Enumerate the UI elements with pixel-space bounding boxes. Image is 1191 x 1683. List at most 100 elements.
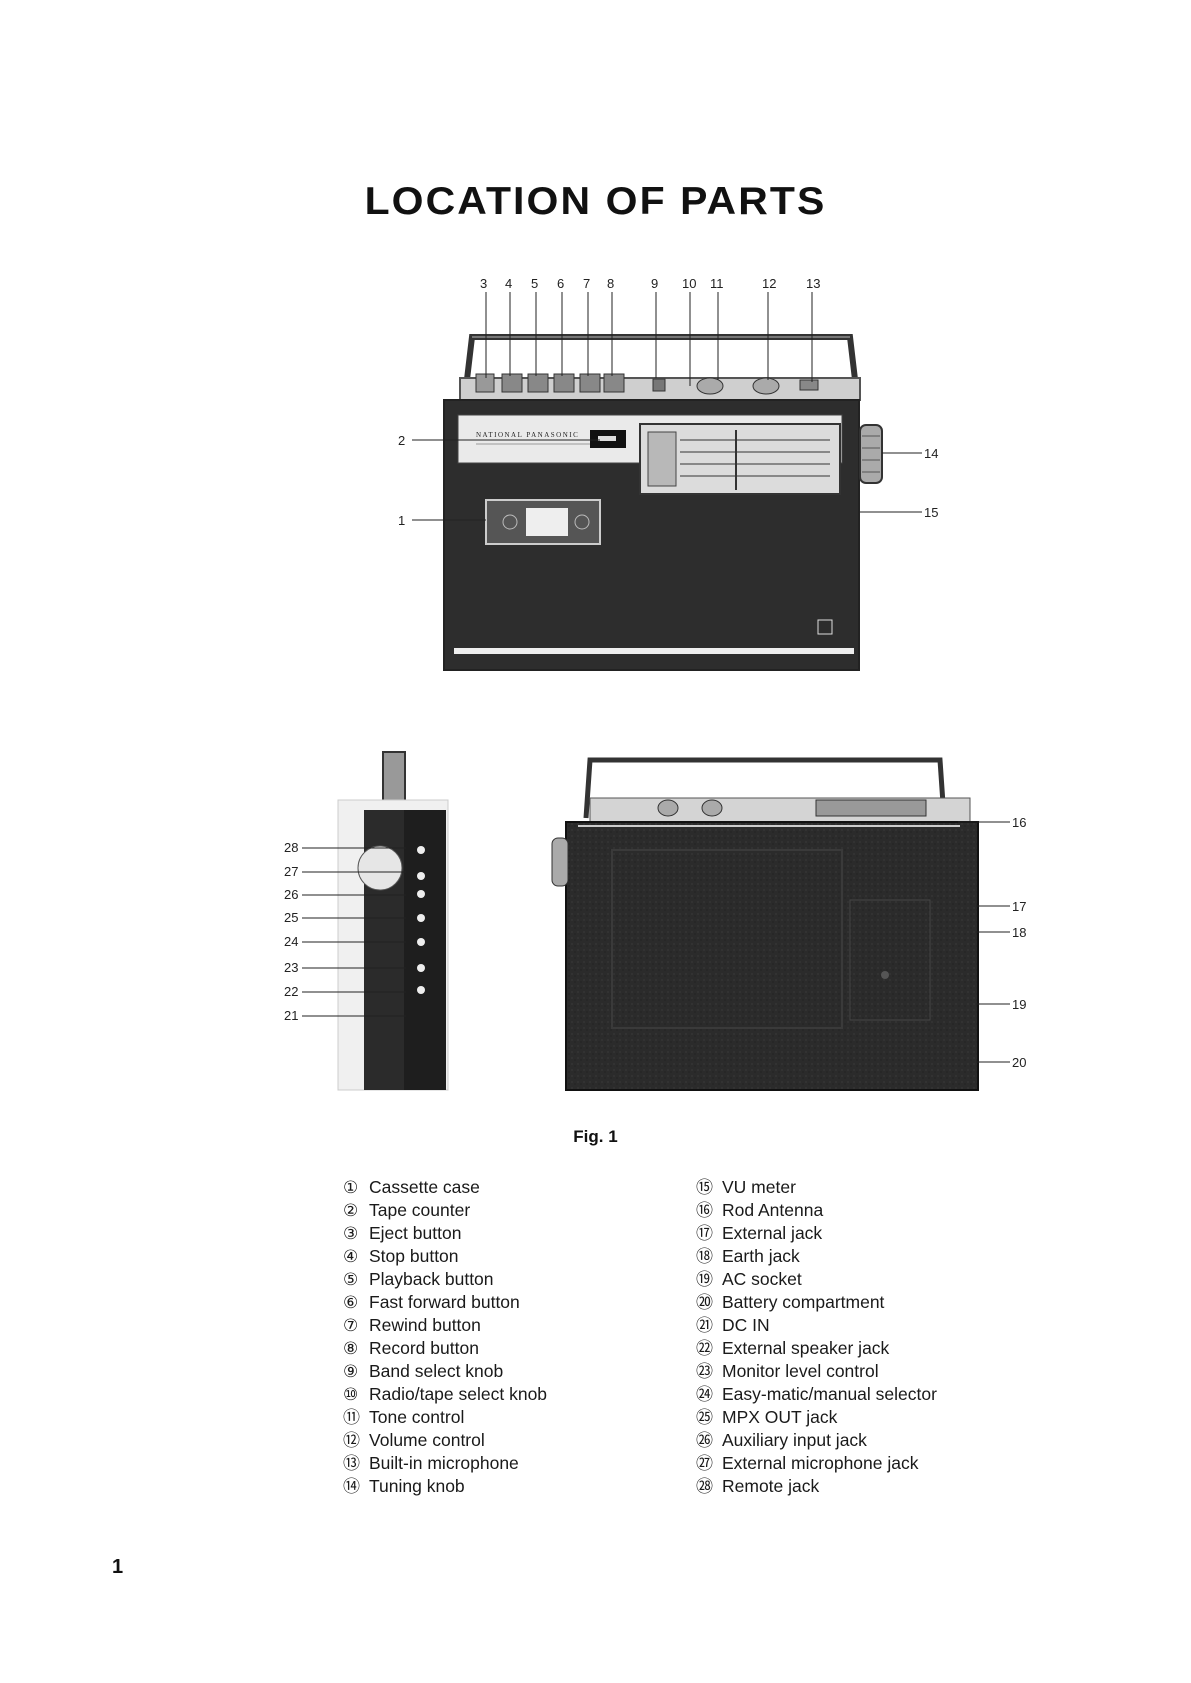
legend-label: Remote jack — [722, 1476, 820, 1496]
back-view — [551, 757, 979, 1091]
front-callout-lines — [412, 292, 922, 521]
callout-12: 12 — [762, 276, 776, 291]
legend-number: ⑱ — [696, 1247, 713, 1267]
legend-item: ㉑ DC IN — [696, 1314, 937, 1337]
legend-item: ③ Eject button — [343, 1222, 547, 1245]
legend-number: ⑨ — [343, 1362, 359, 1382]
legend-label: Playback button — [369, 1269, 494, 1289]
legend-number: ⑬ — [343, 1454, 360, 1474]
legend-number: ⑯ — [696, 1201, 713, 1221]
legend-number: ⑮ — [696, 1178, 713, 1198]
legend-number: ㉕ — [696, 1408, 713, 1428]
callout-1: 1 — [398, 513, 405, 528]
back-callout-lines — [958, 821, 1010, 1063]
legend-label: Tone control — [369, 1407, 465, 1427]
callout-9: 9 — [651, 276, 658, 291]
callout-11: 11 — [710, 276, 724, 291]
jack-panel — [849, 899, 931, 1021]
back-body — [565, 821, 979, 1091]
callout-13: 13 — [806, 276, 820, 291]
vu-meter — [647, 431, 677, 487]
callout-5: 5 — [531, 276, 538, 291]
legend-label: AC socket — [722, 1269, 802, 1289]
legend-number: ⑭ — [343, 1477, 360, 1497]
bottom-trim — [454, 648, 854, 654]
legend-item: ⑤ Playback button — [343, 1268, 547, 1291]
callout-6: 6 — [557, 276, 564, 291]
volume-knob — [752, 377, 780, 395]
legend-item: ① Cassette case — [343, 1176, 547, 1199]
callout-21: 21 — [284, 1008, 298, 1023]
legend-number: ⑫ — [343, 1431, 360, 1451]
legend-item: ⑮ VU meter — [696, 1176, 937, 1199]
legend-number: ③ — [343, 1224, 359, 1244]
legend-item: ㉒ External speaker jack — [696, 1337, 937, 1360]
front-view: NATIONAL PANASONIC — [443, 334, 883, 671]
legend-item: ⑧ Record button — [343, 1337, 547, 1360]
legend-label: Easy-matic/manual selector — [722, 1384, 937, 1404]
legend-label: Record button — [369, 1338, 479, 1358]
side-handle — [382, 751, 406, 808]
callout-27: 27 — [284, 864, 298, 879]
callout-28: 28 — [284, 840, 298, 855]
legend-label: External speaker jack — [722, 1338, 890, 1358]
legend-label: DC IN — [722, 1315, 770, 1335]
legend-label: Cassette case — [369, 1177, 480, 1197]
page-title: LOCATION OF PARTS — [364, 180, 827, 223]
side-view — [302, 751, 449, 1091]
figure-caption: Fig. 1 — [573, 1127, 618, 1146]
callout-25: 25 — [284, 910, 298, 925]
callout-20: 20 — [1012, 1055, 1026, 1070]
parts-figure: NATIONAL PANASONIC — [284, 276, 1026, 1091]
legend-item: ⑬ Built-in microphone — [343, 1452, 547, 1475]
legend-label: Radio/tape select knob — [369, 1384, 548, 1404]
legend-label: Built-in microphone — [369, 1453, 519, 1473]
callout-3: 3 — [480, 276, 487, 291]
legend-label: VU meter — [722, 1177, 796, 1197]
legend-number: ㉔ — [696, 1385, 713, 1405]
callout-24: 24 — [284, 934, 298, 949]
callout-4: 4 — [505, 276, 512, 291]
legend-number: ⑲ — [696, 1270, 713, 1290]
back-handle — [583, 757, 947, 819]
legend-label: External jack — [722, 1223, 823, 1243]
legend-number: ⑪ — [343, 1408, 360, 1428]
legend-label: Stop button — [369, 1246, 459, 1266]
logo-badge — [817, 619, 833, 635]
callout-17: 17 — [1012, 899, 1026, 914]
legend-number: ㉗ — [696, 1454, 713, 1474]
legend-number: ⑧ — [343, 1339, 359, 1359]
callout-22: 22 — [284, 984, 298, 999]
legend-item: ㉔ Easy-matic/manual selector — [696, 1383, 937, 1406]
legend-number: ① — [343, 1178, 359, 1198]
legend-item: ⑪ Tone control — [343, 1406, 547, 1429]
legend-item: ⑲ AC socket — [696, 1268, 937, 1291]
legend-number: ⑤ — [343, 1270, 359, 1290]
callout-labels: 3 4 5 6 7 8 9 10 11 12 13 2 1 14 15 28 2… — [284, 276, 1026, 1070]
legend-number: ⑳ — [696, 1293, 713, 1313]
legend-label: Eject button — [369, 1223, 462, 1243]
legend-number: ⑦ — [343, 1316, 359, 1336]
callout-14: 14 — [924, 446, 938, 461]
brand-label: NATIONAL PANASONIC — [476, 431, 579, 439]
callout-26: 26 — [284, 887, 298, 902]
legend-number: ㉑ — [696, 1316, 713, 1336]
legend-number: ㉒ — [696, 1339, 713, 1359]
